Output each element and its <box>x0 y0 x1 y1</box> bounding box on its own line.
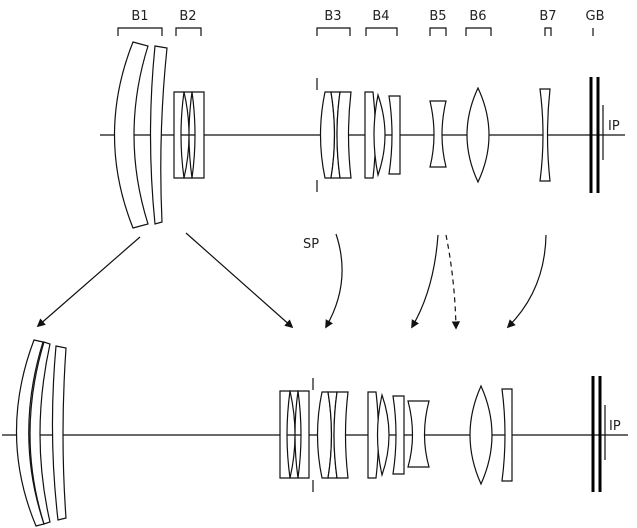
arrow-b7 <box>506 234 547 329</box>
lens-b6 <box>466 86 490 184</box>
bracket-b4 <box>365 27 398 36</box>
lens-b5 <box>429 100 447 168</box>
label-b2: B2 <box>179 9 196 24</box>
bracket-b3 <box>316 27 351 36</box>
bracket-b7 <box>544 27 552 36</box>
lens-b7 <box>539 88 551 182</box>
lens-group-b2-bottom <box>279 390 310 479</box>
label-b1: B1 <box>131 9 148 24</box>
bracket-b2 <box>175 27 202 36</box>
lens-b1-rear-bottom <box>51 345 67 521</box>
lens-b1-mid-bottom <box>29 341 51 525</box>
arrow-b1-left <box>36 236 141 328</box>
lens-group-b3 <box>319 91 352 179</box>
arrow-b1-right <box>185 232 294 329</box>
arrow-b6-dashed <box>445 234 461 330</box>
lens-b7-bottom <box>501 388 513 482</box>
lens-group-b4-bottom <box>367 391 405 479</box>
lens-b1-rear <box>149 45 168 225</box>
lens-group-b2 <box>173 91 205 179</box>
label-b5: B5 <box>429 9 446 24</box>
bracket-b6 <box>465 27 492 36</box>
label-b6: B6 <box>469 9 486 24</box>
arrow-b5 <box>411 234 439 329</box>
bracket-b5 <box>429 27 447 36</box>
label-b3: B3 <box>324 9 341 24</box>
lens-b1-front <box>113 41 149 229</box>
lens-b6-bottom <box>469 384 493 486</box>
lens-group-b4 <box>364 91 401 179</box>
bracket-b1 <box>117 27 163 36</box>
label-b7: B7 <box>539 9 556 24</box>
label-ip-bottom: IP <box>609 419 621 434</box>
label-gb: GB <box>586 9 605 24</box>
arrow-sp <box>325 233 343 329</box>
label-b4: B4 <box>372 9 389 24</box>
label-ip-top: IP <box>608 119 620 134</box>
lens-b5-bottom <box>407 400 430 468</box>
lens-group-b3-bottom <box>316 391 349 479</box>
label-sp: SP <box>303 237 319 252</box>
